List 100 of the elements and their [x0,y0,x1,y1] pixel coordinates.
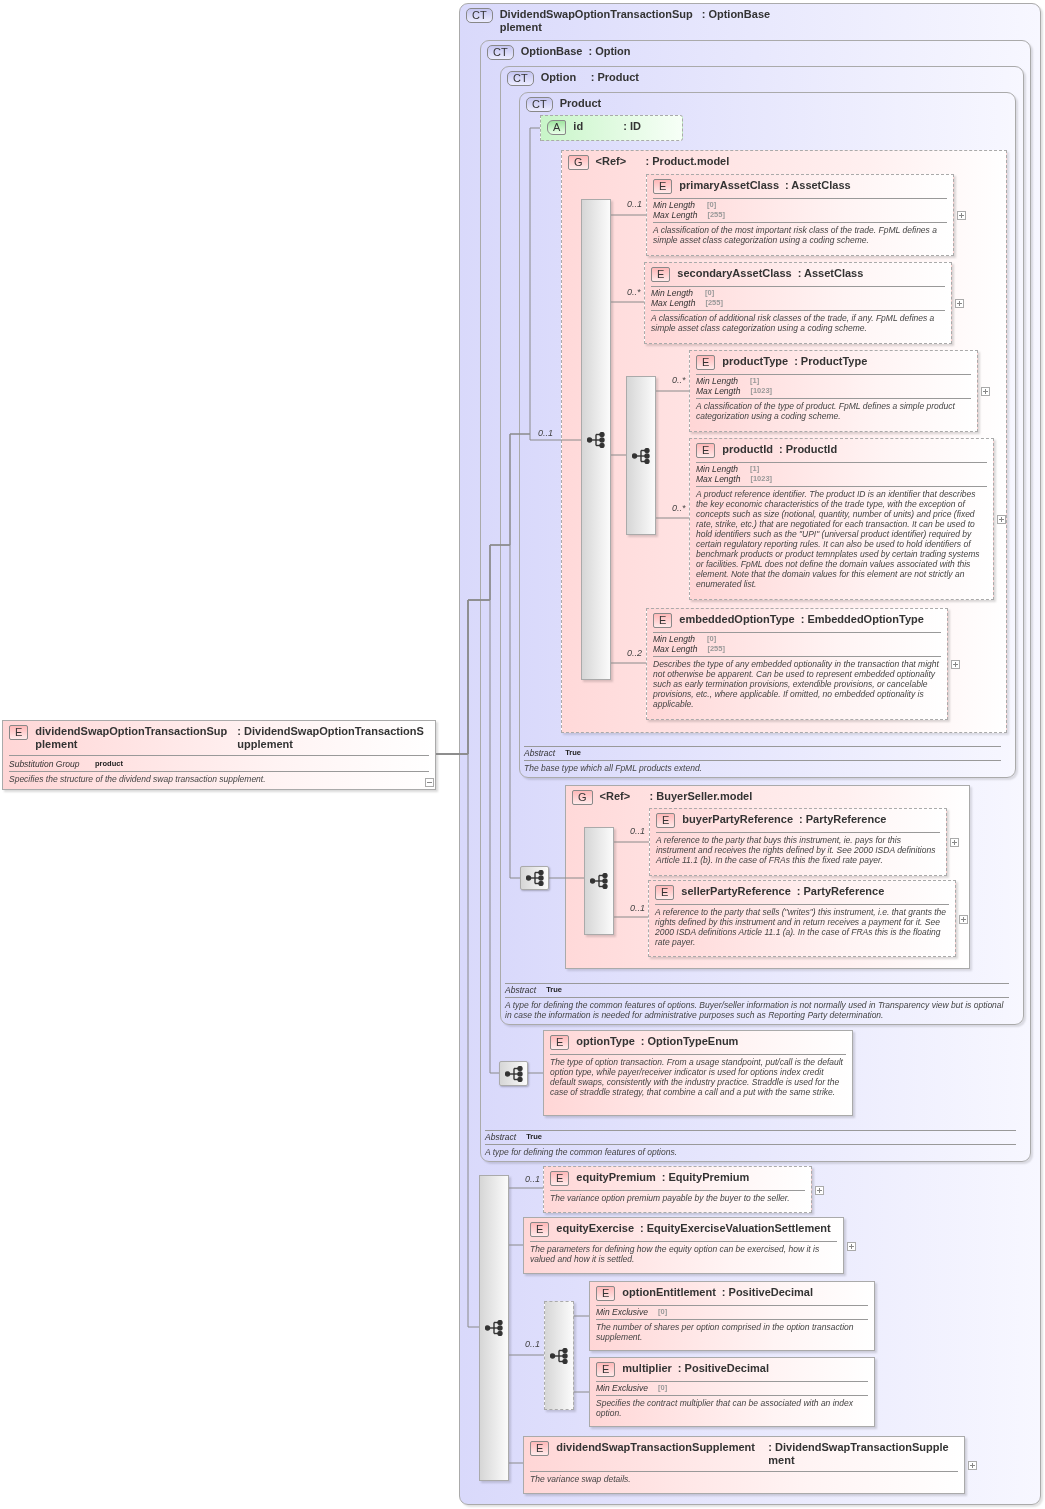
kind-badge: E [530,1441,550,1456]
cardinality-label: 0..* [627,287,641,297]
compositor-bar [544,1301,574,1410]
description-text: The variance swap details. [530,1471,958,1484]
facet-label: Substitution Group [9,759,81,769]
connector-line [508,1354,545,1356]
facet-label: Abstract [485,1132,517,1142]
type-name: : DividendSwapOptionTransactionSupplement [237,725,425,751]
description-text: A type for defining the common features of options. Buyer/seller information is not normally used in Transparency view but is optional in case the information is needed for administrative purposes such as Reporting Party determination. [505,997,1009,1020]
type-name: : DividendSwapTransactionSupplement [768,1441,950,1467]
facet-label: Min Exclusive [596,1307,648,1317]
kind-badge: A [547,120,567,135]
description-text: The number of shares per option comprised in the option transaction supplement. [596,1319,868,1342]
type-name: : BuyerSeller.model [649,790,753,803]
element-box [589,1281,875,1351]
connector-line [548,877,585,879]
connector-line [508,1244,524,1246]
kind-badge: E [653,179,673,194]
element-box [646,174,954,256]
compositor-bar [581,199,611,680]
type-name: : ID [623,120,642,133]
type-name: : PositiveDecimal [721,1286,813,1299]
connector-line [610,214,647,216]
cardinality-label: 0..1 [630,826,645,836]
element-name: DividendSwapOptionTransactionSupplement [499,8,694,34]
element-box [644,262,952,344]
element-name: Product [559,97,602,110]
connector-line [573,1391,590,1393]
facet-label: Max Length [653,210,698,220]
element-name: dividendSwapOptionTransactionSupplement [35,725,229,751]
element-box [689,438,994,600]
kind-badge: E [9,725,29,740]
element-box [543,1030,853,1116]
element-name: productType [722,355,789,368]
type-name: : Option [588,45,631,58]
connector-line [613,916,649,918]
element-box [523,1436,965,1494]
element-box [689,350,978,432]
facet-label: Max Length [651,298,696,308]
facet-label: Max Length [653,644,698,654]
facet-label: Min Length [696,464,740,474]
facet-label: Abstract [524,748,556,758]
element-name: dividendSwapTransactionSupplement [556,1441,756,1454]
kind-badge: E [651,267,671,282]
element-box [523,1217,844,1274]
compositor-bar [479,1175,509,1481]
facet-label: Min Length [696,376,740,386]
group-panel [565,785,970,969]
cardinality-label: 0..1 [630,903,645,913]
description-text: A type for defining the common features of options. [485,1144,1016,1157]
description-text: A reference to the party that buys this instrument, ie. pays for this instrument and receives the rights defined by it. See 2000 ISDA definitions Article 11.1 (b). In the case of FRAs this the fixed rate payer. [656,832,940,865]
description-text: The parameters for defining how the equity option can be exercised, how it is valued and how it is settled. [530,1241,837,1264]
description-text: The variance option premium payable by the buyer to the seller. [550,1190,805,1203]
facet-label: Min Exclusive [596,1383,648,1393]
kind-badge: E [696,355,716,370]
facet-label: Max Length [696,386,741,396]
description-text: A classification of the most important risk class of the trade. FpML defines a simple asset class categorization using a coding scheme. [653,222,947,245]
facet-label: Min Length [653,200,697,210]
complex-type-panel [500,66,1024,1025]
element-box [2,720,436,790]
description-text: A product reference identifier. The product ID is an identifier that describes the key economic characteristics of the trade type, with the exception of concepts such as size (notional, quantity, number of units) and price (fixed rate, strike, etc.) that are negotiated for each transaction. It can be used to hold identifiers such as the "UPI" (universal product identifier) required by certain regulatory reporting rules. It can also be used to hold identifiers of benchmark products or product temnplates used by certain trading systems or facilities. FpML does not define the domain values associated with this element. Note that the domain values for this element are not strictly an enumerated list. [696,486,987,589]
complex-type-panel [480,40,1031,1162]
compositor-bar [584,827,614,935]
type-name: : AssetClass [785,179,851,192]
cardinality-label: 0..2 [627,648,642,658]
type-name: : OptionBase [701,8,771,21]
kind-badge: CT [466,8,493,23]
element-name: Option [540,71,578,84]
kind-badge: E [653,613,673,628]
description-text: A reference to the party that sells ("writes") this instrument, i.e. that grants the rights defined by this instrument and in return receives a payment for it. See 2000 ISDA definitions Article 11.1 (a). In the case of FRAs this is the floating rate payer. [655,904,949,947]
type-name: : Product.model [645,155,730,168]
type-name: : ProductType [794,355,868,368]
cardinality-label: 0..1 [627,199,642,209]
element-name: productId [722,443,774,456]
facet-label: Min Length [653,634,697,644]
kind-badge: E [550,1035,570,1050]
facet-label: Abstract [505,985,537,995]
kind-badge: E [596,1286,616,1301]
type-name: : EquityPremium [661,1171,750,1184]
complex-type-panel [459,3,1041,1505]
connector-line [610,662,647,664]
element-box [543,1166,812,1213]
kind-badge: E [550,1171,570,1186]
kind-badge: CT [507,71,534,86]
element-name: id [573,120,585,133]
element-box [649,808,947,876]
kind-badge: E [656,813,676,828]
element-name: primaryAssetClass [679,179,779,192]
element-name: equityExercise [556,1222,634,1235]
type-name: : Product [590,71,639,84]
cardinality-label: 0..1 [538,428,553,438]
kind-badge: G [568,155,589,170]
element-name: optionEntitlement [622,1286,716,1299]
description-text: Describes the type of any embedded optionality in the transaction that might not otherwise be apparent. Can be used to represent embedded optionality such as early termination provisions, extendible provisions, or cancelable provisions, etc., where applicable. If omitted, no embedded optionality is applicable. [653,656,941,709]
kind-badge: E [655,885,675,900]
connector-line [610,301,645,303]
element-box [648,880,956,957]
facet-label: Max Length [696,474,741,484]
description-text: A classification of the type of product. FpML defines a simple product categorization using a coding scheme. [696,398,971,421]
connector-line [573,1315,590,1317]
